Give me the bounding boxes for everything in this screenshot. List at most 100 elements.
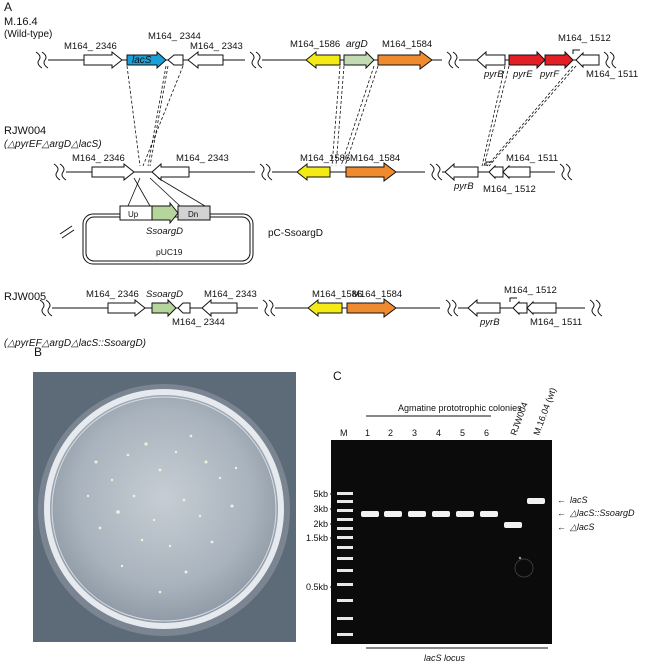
plasmid-pc-ssoargd [59, 177, 254, 265]
dashed-line [483, 65, 510, 167]
ladder-band [337, 633, 353, 636]
ladder-band [337, 500, 353, 503]
colony [120, 564, 124, 568]
band-arrow-ssoargd: ← [557, 508, 566, 518]
wt-note-label: (Wild-type) [4, 29, 52, 40]
band-annotations: ← lacS ← △lacS::SsoargD ← △lacS [557, 495, 635, 532]
lane-label-3: 3 [412, 428, 417, 438]
crossover-solid [127, 177, 141, 207]
dashed-line [126, 65, 141, 167]
colony [158, 590, 162, 594]
label-m2343-005: M164_ 2343 [204, 289, 257, 300]
gene-pyrE [508, 50, 546, 70]
lane-label-5: 5 [460, 428, 465, 438]
ladder-bands [337, 492, 353, 636]
dashed-line [149, 65, 169, 167]
band-arrow-dlacs: ← [557, 522, 566, 532]
plasmid-insert-label: SsoargD [146, 226, 183, 237]
break-mark [249, 51, 257, 69]
band-lane-1 [361, 511, 379, 517]
colonies [86, 434, 238, 594]
ladder-band [337, 557, 353, 560]
lane-number-labels: 1 2 3 4 5 6 [365, 428, 489, 438]
break-mark [268, 299, 276, 317]
ladder-band [337, 569, 353, 572]
gene-m1586 [307, 298, 343, 318]
band-lane-4 [432, 511, 450, 517]
colony [174, 450, 178, 454]
row-rjw004 [53, 161, 573, 182]
band-arrow-lacs: ← [557, 495, 566, 505]
gene-ssoargd [151, 298, 177, 318]
dashed-line [335, 65, 345, 167]
sample-bands [361, 498, 545, 528]
break-mark [265, 163, 273, 181]
break-mark [565, 163, 573, 181]
gene-m1511 [502, 164, 531, 180]
lane-label-1: 1 [365, 428, 370, 438]
gene-m1584 [377, 50, 433, 70]
marker-3kb: 3kb [313, 504, 328, 514]
break-mark [609, 51, 617, 69]
row-rjw005 [39, 297, 603, 318]
locus-label: lacS locus [424, 653, 466, 663]
label-ssoargd: SsoargD [146, 289, 183, 300]
band-label-dlacs: △lacS [569, 522, 594, 532]
band-lane-6 [480, 511, 498, 517]
rjw004-label: RJW004 [4, 125, 46, 137]
plate-agar [50, 395, 278, 623]
colony [198, 514, 202, 518]
band-lane-5 [456, 511, 474, 517]
label-lacs: lacS [132, 55, 152, 66]
gene-m1584 [345, 162, 397, 182]
panel-c: Agmatine prototrophic colonies M 1 2 3 4… [306, 386, 635, 663]
marker-1-5kb: 1.5kb [306, 533, 328, 543]
ladder-band [337, 546, 353, 549]
colony [152, 518, 156, 522]
gene-m2343 [187, 50, 224, 70]
break-mark [603, 51, 611, 69]
colony [144, 442, 148, 446]
label-m1512-004: M164_ 1512 [483, 184, 536, 195]
break-mark [39, 299, 47, 317]
gene-pyrB [467, 298, 501, 318]
ladder-band [337, 583, 353, 586]
label-pyrb-004: pyrB [453, 181, 474, 192]
crossover-solid [157, 177, 206, 207]
band-label-ssoargd: △lacS::SsoargD [569, 508, 635, 518]
label-m1586-004: M164_1586 [300, 153, 350, 164]
break-mark [446, 51, 454, 69]
marker-0-5kb: 0.5kb [306, 582, 328, 592]
label-m1512-wt: M164_ 1512 [558, 33, 611, 44]
plasmid-dn-box [177, 205, 211, 221]
panel-label-a: A [4, 0, 12, 14]
label-m2346-004: M164_ 2346 [72, 153, 125, 164]
gel-artifact [514, 558, 534, 578]
colony [182, 498, 186, 502]
dashed-line [344, 65, 379, 167]
break-mark [262, 299, 270, 317]
lane-label-6: 6 [484, 428, 489, 438]
panel-label-c: C [333, 369, 342, 383]
gene-m2346 [107, 298, 146, 318]
colony [132, 494, 136, 498]
colony [184, 570, 188, 574]
band-lane-3 [408, 511, 426, 517]
ladder-band [337, 527, 353, 530]
rjw005-genotype: (△pyrEF△argD△lacS::SsoargD) [4, 338, 146, 349]
colony [204, 460, 208, 464]
lane-label-2: 2 [388, 428, 393, 438]
gene-m1586 [296, 162, 331, 182]
label-m1511-wt: M164_ 1511 [586, 69, 638, 80]
dashed-line [142, 65, 184, 167]
gene-m2344 [177, 302, 191, 314]
gene-pyrB [476, 50, 506, 70]
label-m2343-wt: M164_ 2343 [190, 41, 243, 52]
gene-m2343 [151, 162, 190, 182]
label-pyrf: pyrF [539, 69, 560, 80]
break-mark [45, 299, 53, 317]
marker-ticks [330, 493, 335, 588]
colony [230, 504, 234, 508]
band-label-lacs: lacS [570, 495, 588, 505]
